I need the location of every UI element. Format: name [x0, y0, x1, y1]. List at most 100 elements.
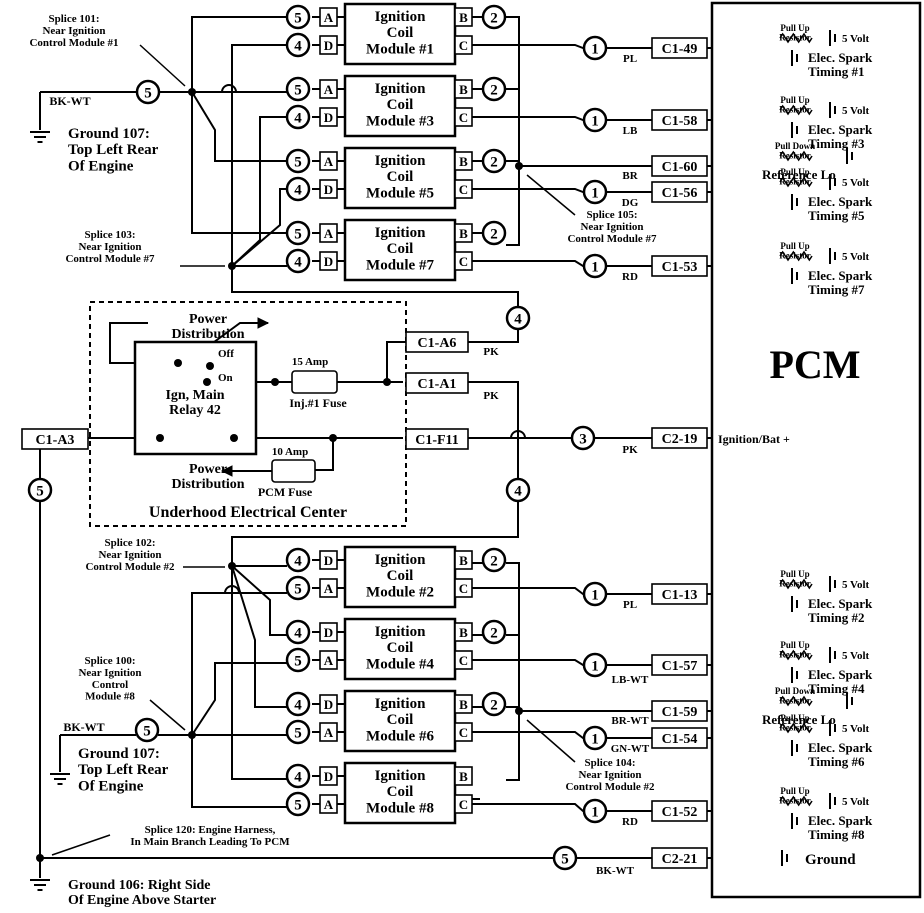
- wire-color-label: PK: [483, 346, 499, 358]
- pin-label: C: [459, 254, 468, 269]
- wire-number-label: 1: [591, 260, 599, 276]
- relay-contact: [203, 378, 211, 386]
- pin-label: B: [459, 82, 468, 97]
- connector-pin-label: C1-57: [662, 659, 698, 674]
- timing-wire: [472, 803, 712, 812]
- pin-box: [319, 107, 338, 127]
- coil-dot: [230, 434, 238, 442]
- wire-number-4: [285, 104, 311, 130]
- wire-color-label: RD: [622, 816, 638, 828]
- splice-105-pointer: [526, 174, 576, 216]
- pin-box: [454, 722, 473, 742]
- connector-pin-label: C1-A3: [36, 433, 75, 448]
- pin-label: A: [324, 154, 334, 169]
- pin-box: [454, 151, 473, 171]
- pin-label: C: [459, 182, 468, 197]
- connector-pin-label: C1-60: [662, 160, 698, 175]
- pin-box: [454, 622, 473, 642]
- junction-dot: [271, 378, 279, 386]
- reference-lo-label: Reference Lo: [762, 167, 836, 182]
- d-bus-wire: [231, 188, 287, 267]
- wire-number-1: [582, 253, 608, 279]
- splice-104-dot: [515, 707, 523, 715]
- ground-wire-color: BK-WT: [49, 94, 90, 108]
- wire-color-label: DG: [622, 197, 639, 209]
- pin-label: B: [459, 625, 468, 640]
- wire-number-4: [285, 547, 311, 573]
- b-pin-wire: [506, 562, 520, 781]
- timing-wire: [472, 44, 712, 49]
- ignition-coil-module-m1: [343, 2, 457, 66]
- pcm-ground-label: Ground: [805, 852, 856, 868]
- relay-off-label: Off: [218, 348, 234, 360]
- timing-wire: [472, 188, 712, 193]
- fuse10-name-label: PCM Fuse: [258, 485, 313, 499]
- wire-number-label: 1: [591, 659, 599, 675]
- voltage-label: 5 Volt: [842, 33, 870, 45]
- wire-number-4: [285, 32, 311, 58]
- pin-label: C: [459, 725, 468, 740]
- relay-contact: [174, 359, 182, 367]
- wire-number-1: [582, 581, 608, 607]
- pcm-connector-C1-52: [651, 800, 708, 822]
- timing-wire: [472, 116, 712, 121]
- wire-number-1: [582, 107, 608, 133]
- wire-number-label: 4: [294, 698, 302, 714]
- ignition-coil-module-m8: [343, 761, 457, 825]
- wire-number-label: 4: [294, 183, 302, 199]
- pin-label: A: [324, 725, 334, 740]
- wire-number-4: [285, 763, 311, 789]
- connector-pin-label: C1-58: [662, 114, 698, 129]
- pin-label: A: [324, 82, 334, 97]
- wire-number-5: [552, 845, 578, 871]
- pin-box: [319, 7, 338, 27]
- uec-connector-a3: [21, 428, 89, 450]
- pin-label: A: [324, 581, 334, 596]
- pin-label: C: [459, 581, 468, 596]
- pin-label: B: [459, 10, 468, 25]
- fuse15-amp-label: 15 Amp: [292, 356, 328, 368]
- pin-box: [454, 35, 473, 55]
- pin-box: [454, 694, 473, 714]
- connector-pin-label: C1-56: [662, 186, 698, 201]
- pcm-connector-C1-59: [651, 700, 708, 722]
- connector-pin-label: C1-F11: [415, 433, 459, 448]
- wire-number-label: 2: [490, 227, 498, 243]
- fuse10-amp-label: 10 Amp: [272, 446, 308, 458]
- pcm-connector-C1-54: [651, 727, 708, 749]
- wire-color-label: PK: [483, 390, 499, 402]
- pin-box: [454, 79, 473, 99]
- wire-number-label: 4: [514, 312, 522, 328]
- wire-number-label: 1: [591, 114, 599, 130]
- pin-label: B: [459, 154, 468, 169]
- ignition-coil-module-m4: [343, 617, 457, 681]
- pin-box: [454, 223, 473, 243]
- wire-number-5: [285, 148, 311, 174]
- wire-number-5: [285, 719, 311, 745]
- wire-number-label: 2: [490, 11, 498, 27]
- pull-up-resistor: [779, 250, 813, 262]
- pcm-connector-c2-19: [651, 427, 708, 449]
- pin-label: D: [324, 38, 333, 53]
- connector-pin-label: C2-19: [662, 432, 698, 447]
- pin-box: [319, 550, 338, 570]
- wire-number-label: 4: [294, 626, 302, 642]
- wire-number-label: 2: [490, 698, 498, 714]
- ignition-coil-module-m3: [343, 74, 457, 138]
- pcm-connector-C1-57: [651, 654, 708, 676]
